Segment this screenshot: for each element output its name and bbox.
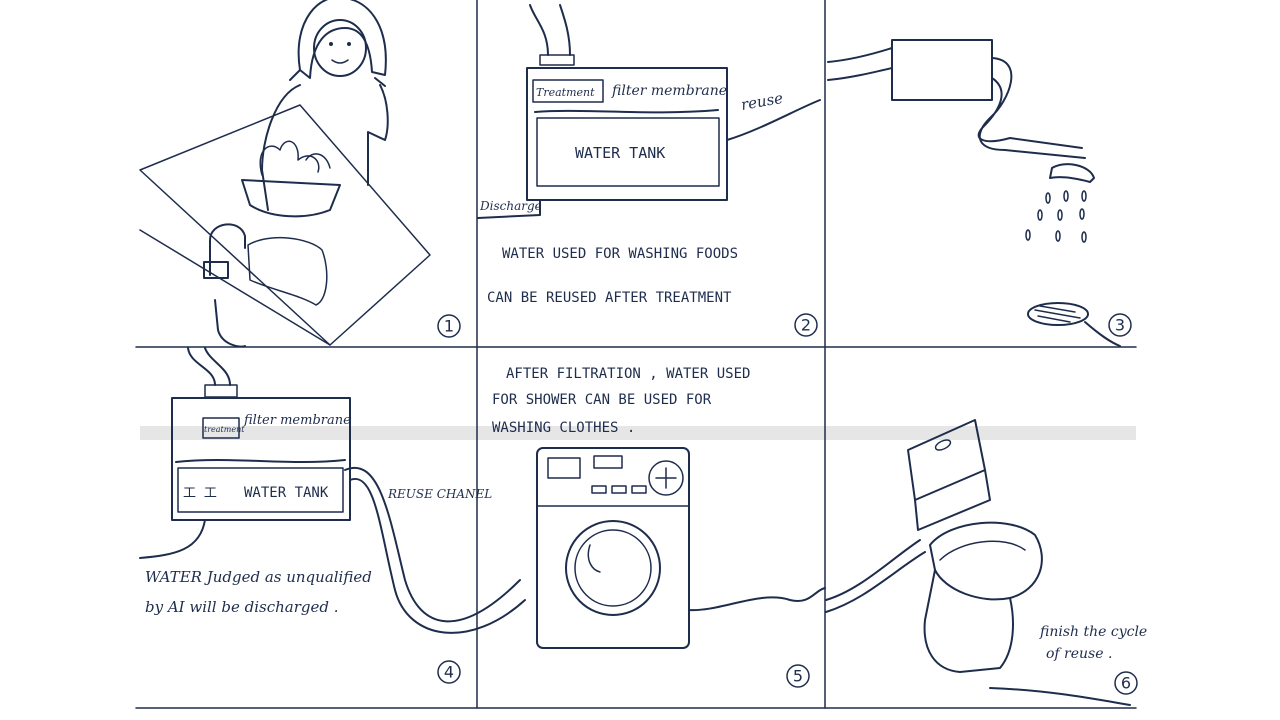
caption-line-2: FOR SHOWER CAN BE USED FOR bbox=[492, 392, 712, 408]
water-tank bbox=[536, 117, 720, 187]
panel-number: 5 bbox=[793, 667, 803, 686]
panel-number-badge bbox=[437, 314, 461, 338]
supply-pipe bbox=[827, 47, 893, 81]
shower-hose bbox=[977, 57, 1086, 159]
caption-line-1: finish the cycle bbox=[1039, 624, 1147, 640]
drain-pipe bbox=[214, 299, 246, 348]
discharge-label: Discharge bbox=[479, 199, 542, 213]
water-tank bbox=[177, 467, 344, 513]
panel-number-badge bbox=[786, 664, 810, 688]
panel-number-badge bbox=[1108, 313, 1132, 337]
scan-band bbox=[140, 426, 1136, 440]
caption-line-1: WATER USED FOR WASHING FOODS bbox=[502, 246, 738, 262]
treatment-unit bbox=[526, 67, 728, 201]
outlet-pipe bbox=[688, 587, 826, 612]
panel-6: finish the cycle of reuse . 6 bbox=[825, 419, 1147, 706]
toilet-icon bbox=[907, 419, 1043, 673]
caption-line-3: WASHING CLOTHES . bbox=[492, 420, 635, 436]
water-line bbox=[534, 109, 719, 114]
floor-drain-icon bbox=[1027, 302, 1121, 347]
filter-membrane-label: filter membrane bbox=[611, 83, 727, 99]
caption-line-2: CAN BE REUSED AFTER TREATMENT bbox=[487, 290, 732, 306]
filter-unit bbox=[891, 39, 993, 101]
inlet-pipe bbox=[529, 4, 571, 56]
reuse-pipe bbox=[726, 99, 821, 141]
drain-pipe bbox=[989, 687, 1131, 706]
panel-number: 2 bbox=[801, 316, 811, 335]
panel-number-badge bbox=[1114, 671, 1138, 695]
treatment-box bbox=[532, 79, 604, 103]
vegetable-basket bbox=[241, 140, 341, 218]
panel-number: 4 bbox=[444, 663, 454, 682]
caption-line-2: by AI will be discharged . bbox=[145, 598, 339, 616]
panel-number-badge bbox=[437, 660, 461, 684]
sink-counter bbox=[139, 104, 431, 346]
girl-figure bbox=[261, 0, 389, 211]
panel-1: 1 bbox=[139, 0, 461, 348]
reuse-channel-label: REUSE CHANEL bbox=[387, 487, 492, 501]
panel-5: AFTER FILTRATION , WATER USED FOR SHOWER… bbox=[492, 366, 826, 688]
water-line bbox=[175, 459, 346, 463]
treatment-label: Treatment bbox=[536, 86, 595, 99]
caption-line-2: of reuse . bbox=[1046, 646, 1112, 662]
panel-number: 1 bbox=[444, 317, 454, 336]
panel-grid bbox=[135, 0, 1137, 709]
treatment-label: treatment bbox=[204, 425, 245, 434]
discharge-pipe bbox=[477, 199, 541, 219]
water-splash bbox=[247, 236, 328, 306]
washing-machine-icon bbox=[536, 447, 690, 649]
water-tank-label: WATER TANK bbox=[575, 144, 665, 162]
pipe-coupling bbox=[204, 384, 238, 398]
reuse-channel-pipe bbox=[344, 466, 526, 634]
caption-line-1: AFTER FILTRATION , WATER USED bbox=[506, 366, 750, 382]
pipe-coupling bbox=[539, 54, 575, 66]
water-tank-label: WATER TANK bbox=[244, 485, 329, 501]
faucet-icon bbox=[203, 223, 246, 279]
discharge-pipe bbox=[139, 519, 206, 559]
filter-membrane-label: filter membrane bbox=[243, 413, 351, 428]
water-drops bbox=[1025, 190, 1087, 243]
panel-number: 6 bbox=[1121, 674, 1131, 693]
panel-number-badge bbox=[794, 313, 818, 337]
reuse-label: reuse bbox=[740, 89, 785, 114]
panel-4: treatment filter membrane 工 工 WATER TANK… bbox=[139, 347, 526, 684]
treatment-unit bbox=[171, 397, 351, 521]
ai-sensor-mark: 工 工 bbox=[183, 486, 217, 501]
shower-head-icon bbox=[1049, 163, 1095, 183]
inlet-pipe bbox=[187, 347, 231, 386]
panel-number: 3 bbox=[1115, 316, 1125, 335]
panel-3: 3 bbox=[827, 39, 1132, 347]
panel-2: Treatment filter membrane WATER TANK reu… bbox=[477, 4, 821, 337]
treatment-box bbox=[202, 417, 240, 439]
caption-line-1: WATER Judged as unqualified bbox=[145, 568, 372, 586]
supply-pipe bbox=[825, 539, 926, 613]
